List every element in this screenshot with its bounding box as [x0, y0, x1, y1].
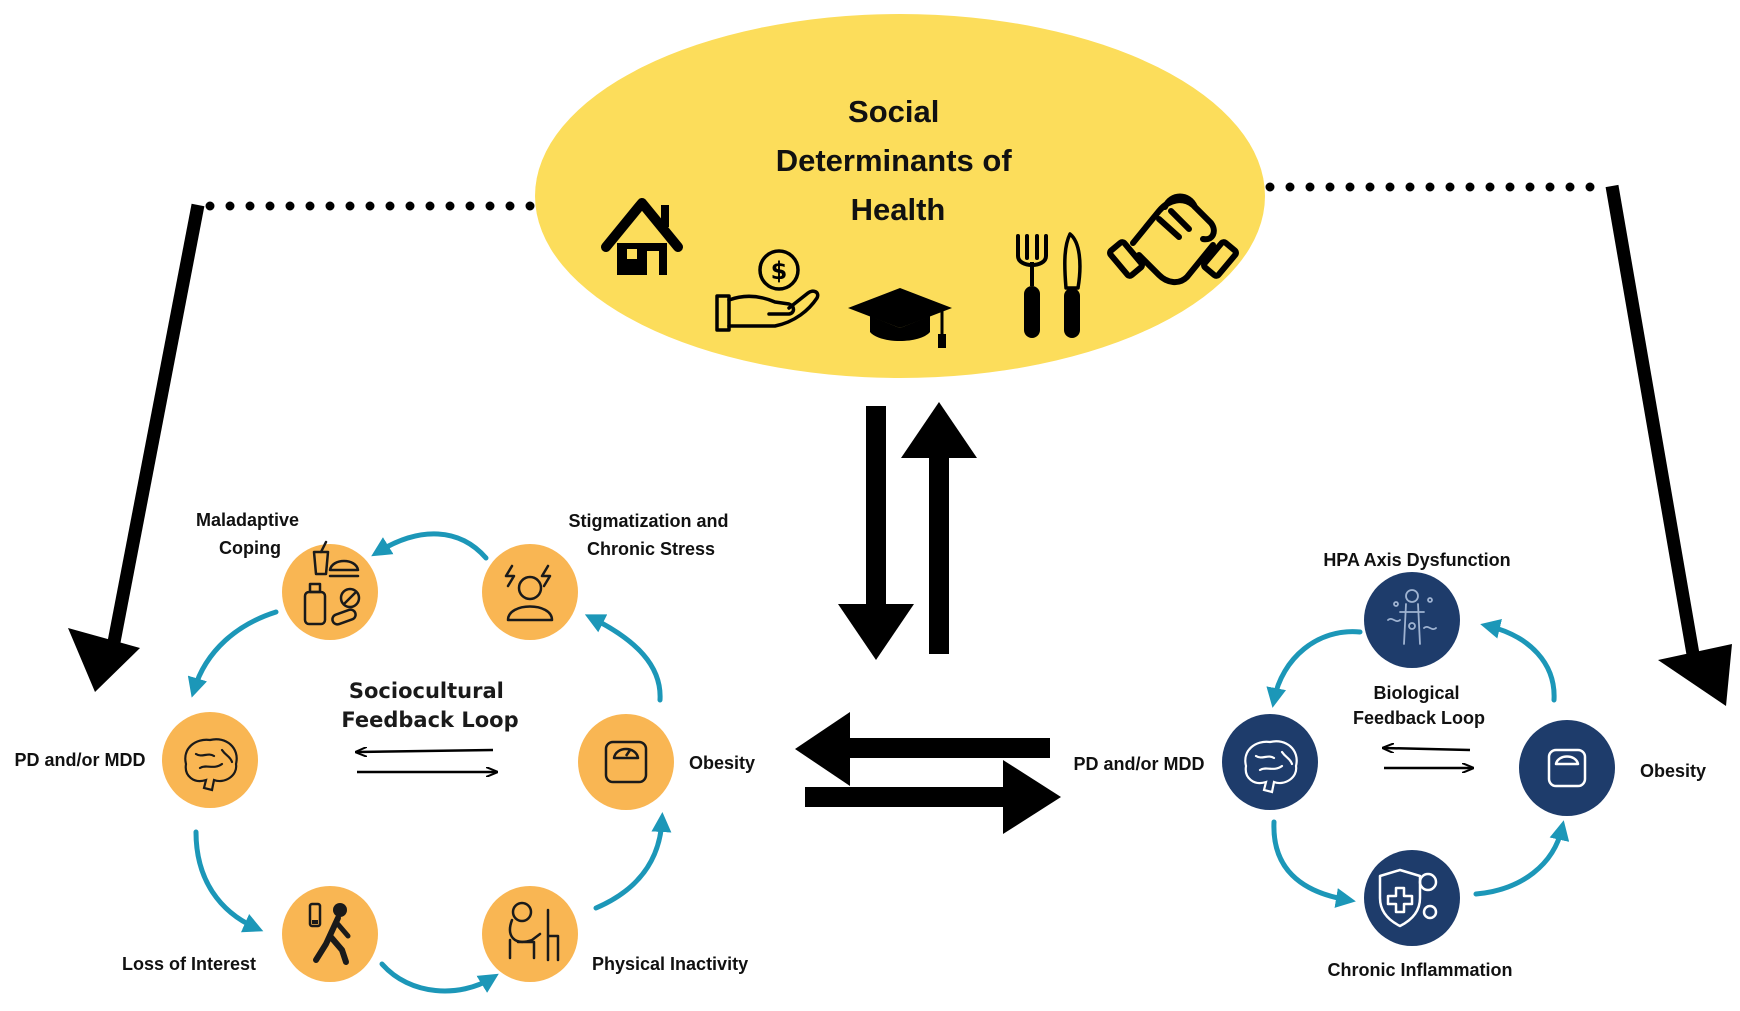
label-maladaptive-coping: Maladaptive Coping	[196, 510, 304, 558]
biological-loop-title: Biological Feedback Loop	[1353, 683, 1485, 728]
sociocultural-loop: Maladaptive Coping Stigmatization and Ch…	[14, 510, 755, 994]
arrow-socio-to-bio	[805, 760, 1061, 834]
cycle-arrow	[1266, 629, 1363, 708]
node-maladaptive-coping	[282, 540, 378, 640]
arrow-to-sociocultural-loop	[68, 203, 205, 692]
food-pills-bottle-icon	[303, 540, 361, 626]
handshake-icon	[1107, 193, 1239, 285]
label-obesity-bio: Obesity	[1640, 761, 1706, 781]
cycle-arrow	[1271, 819, 1356, 908]
small-arrow-left	[357, 750, 494, 752]
label-hpa-axis: HPA Axis Dysfunction	[1323, 550, 1510, 570]
low-battery-person-icon	[308, 902, 351, 965]
stressed-person-icon	[504, 564, 554, 622]
arrow-sdoh-down	[838, 406, 914, 660]
sdoh-ellipse	[535, 14, 1265, 378]
label-pd-mdd-socio: PD and/or MDD	[14, 750, 145, 770]
cycle-arrow	[371, 531, 489, 561]
arrow-bio-to-socio	[795, 712, 1050, 786]
node-obesity-bio	[1519, 720, 1615, 816]
node-obesity-socio	[578, 714, 674, 810]
graduation-cap-icon	[848, 288, 952, 348]
cycle-arrow	[584, 614, 663, 703]
node-pd-mdd-bio	[1222, 714, 1318, 810]
scale-icon	[1547, 748, 1587, 788]
tired-sitting-person-icon	[508, 901, 560, 962]
cycle-arrow	[1480, 619, 1557, 703]
node-loss-of-interest	[282, 886, 378, 982]
brain-icon	[184, 738, 238, 792]
cycle-arrow	[187, 609, 279, 698]
cycle-arrow	[593, 812, 672, 911]
node-stigmatization-chronic-stress	[482, 544, 578, 640]
cycle-arrow	[379, 961, 499, 994]
label-obesity-socio: Obesity	[689, 753, 755, 773]
scale-icon	[604, 740, 648, 784]
small-arrow-left	[1384, 748, 1471, 750]
brain-icon	[1244, 740, 1298, 794]
money-hand-icon: $	[715, 249, 820, 332]
label-physical-inactivity: Physical Inactivity	[592, 954, 748, 974]
arrow-sdoh-up	[901, 402, 977, 654]
node-physical-inactivity	[482, 886, 578, 982]
body-glands-icon	[1387, 589, 1437, 645]
svg-text:$: $	[771, 257, 788, 285]
fork-knife-icon	[1016, 232, 1082, 338]
house-icon	[601, 198, 683, 275]
label-loss-of-interest: Loss of Interest	[122, 954, 256, 974]
cycle-arrow	[193, 829, 264, 933]
label-chronic-inflammation: Chronic Inflammation	[1327, 960, 1512, 980]
sdoh-title: Social Determinants of Health	[776, 94, 1021, 227]
node-chronic-inflammation	[1364, 850, 1460, 946]
sociocultural-loop-title: Sociocultural Feedback Loop	[341, 679, 518, 732]
cycle-arrow	[1473, 820, 1570, 897]
sdoh-ellipse-group: Social Determinants of Health $	[535, 14, 1265, 378]
biological-loop: HPA Axis Dysfunction Obesity Chronic Inf…	[1073, 550, 1706, 980]
node-pd-mdd-socio	[162, 712, 258, 808]
arrow-to-biological-loop	[1605, 184, 1732, 706]
label-stigmatization: Stigmatization and Chronic Stress	[568, 511, 733, 559]
label-pd-mdd-bio: PD and/or MDD	[1073, 754, 1204, 774]
shield-virus-icon	[1378, 868, 1438, 928]
node-hpa-axis-dysfunction	[1364, 572, 1460, 668]
